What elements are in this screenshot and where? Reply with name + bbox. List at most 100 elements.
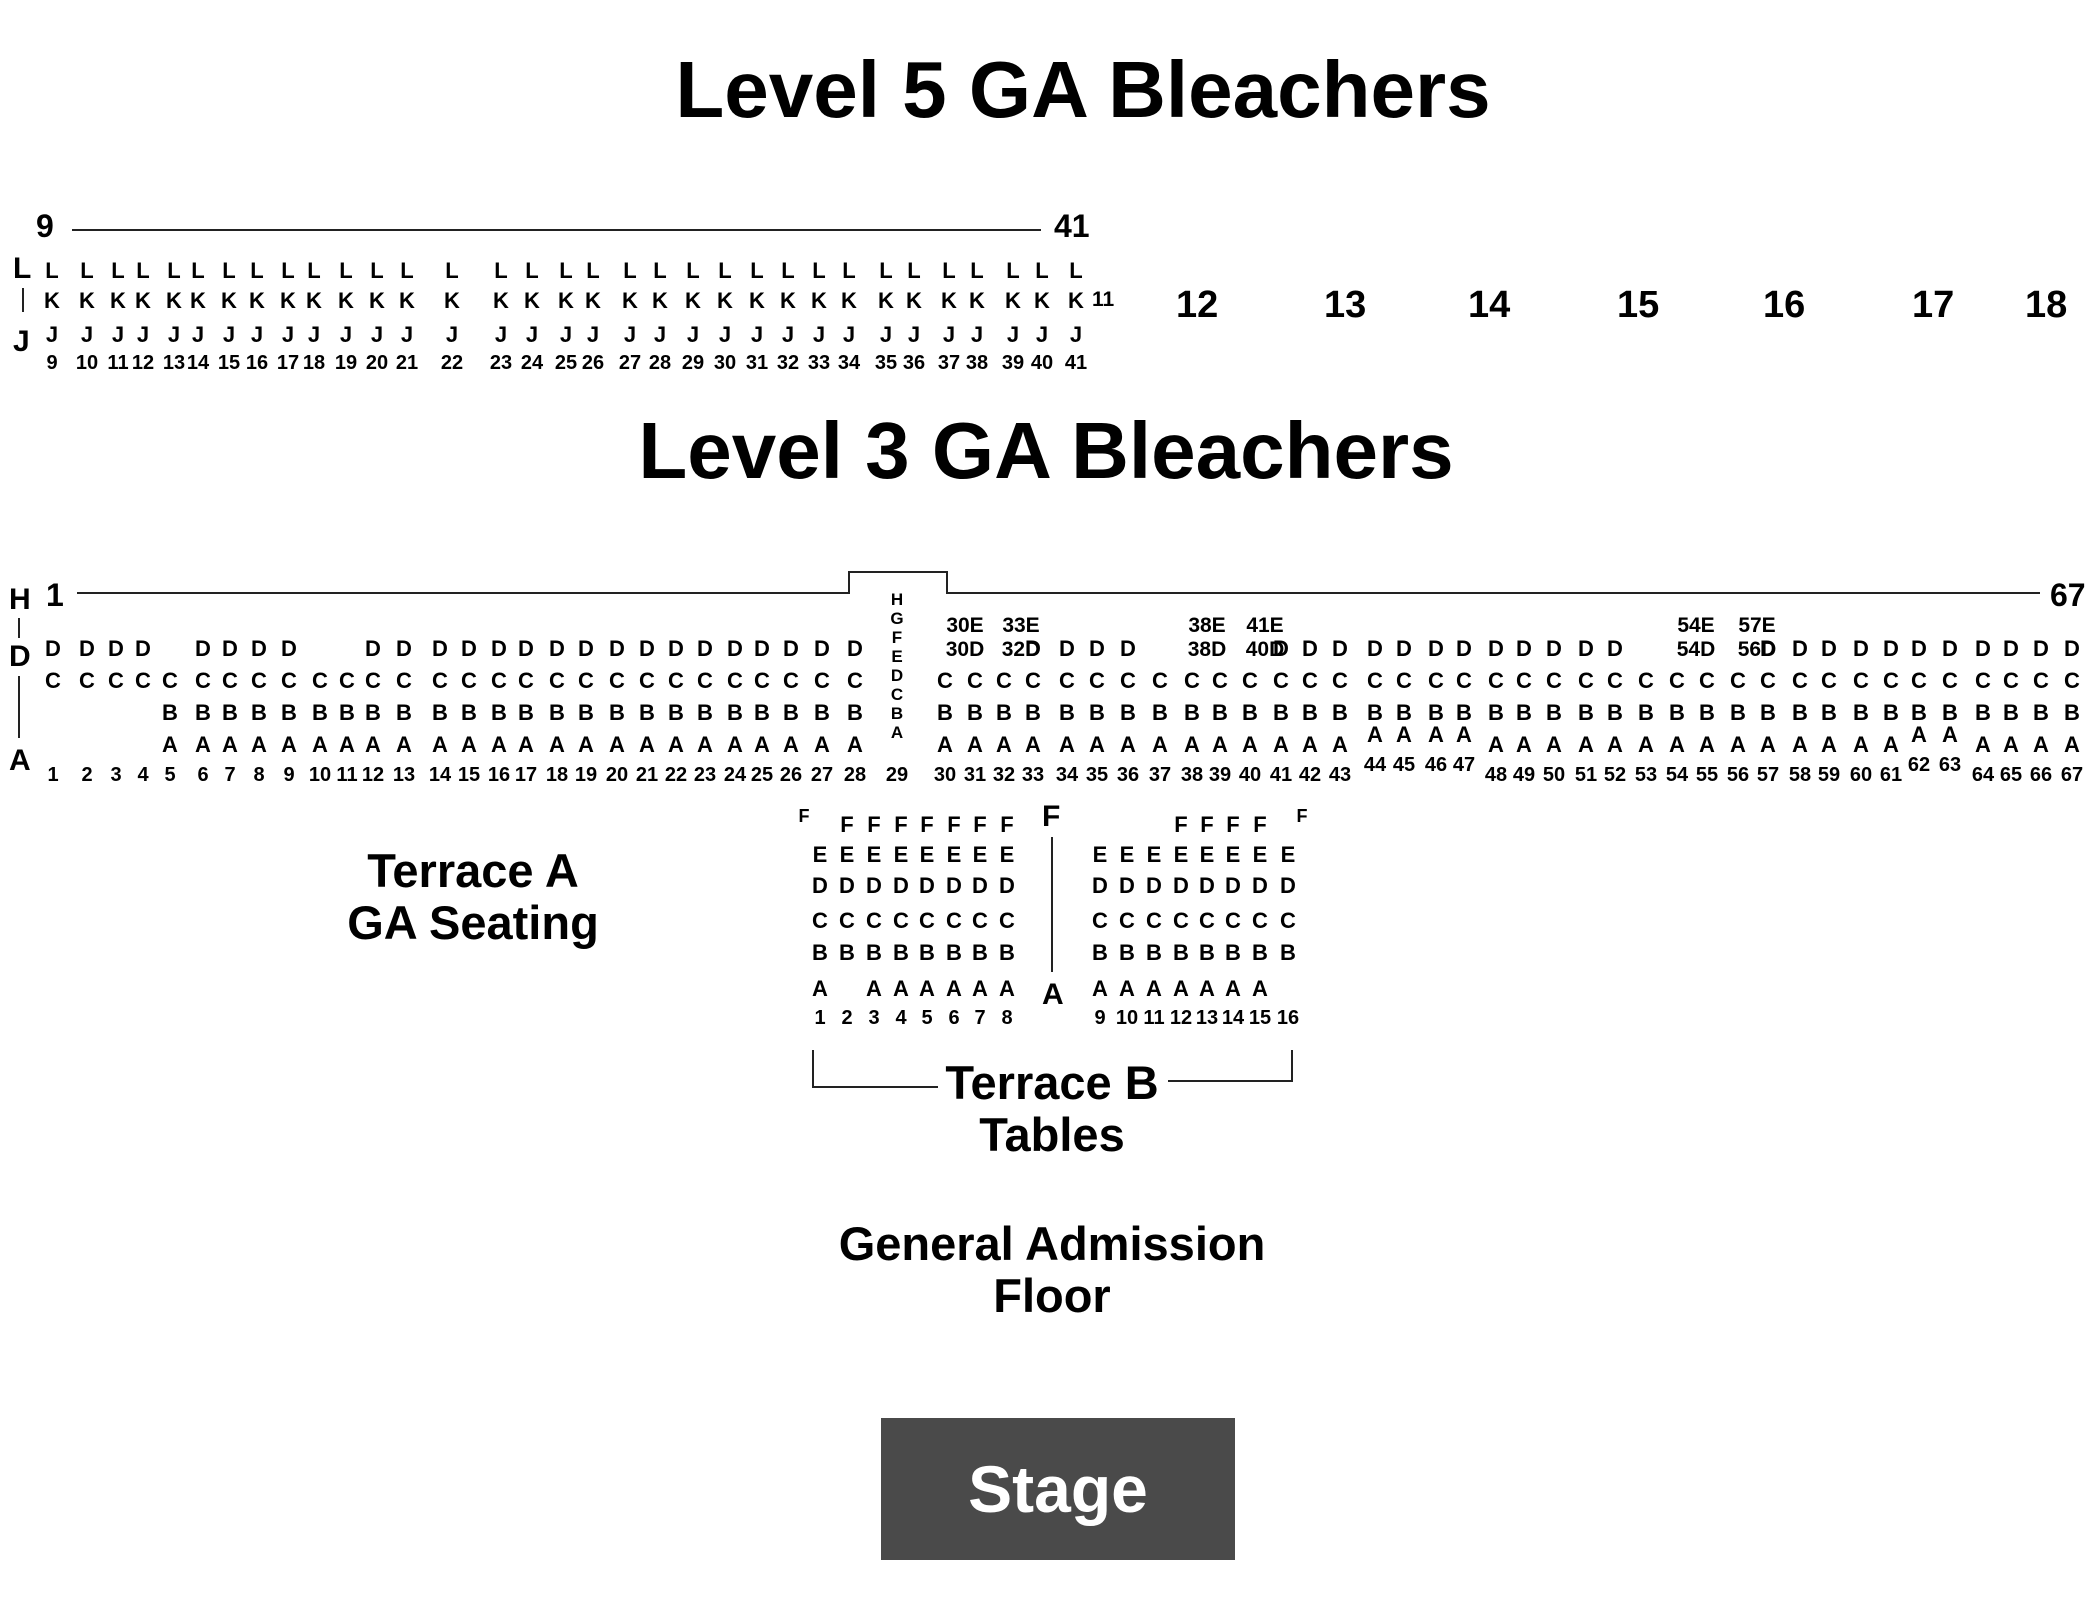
level5-seat-30: 30 bbox=[713, 352, 737, 374]
level5-row-k: K bbox=[338, 288, 354, 313]
level3-seat-65: 65 bbox=[1999, 764, 2023, 786]
level3-row-d: D bbox=[1821, 636, 1837, 661]
level5-row-k: K bbox=[558, 288, 574, 313]
level3-row-b: B bbox=[1669, 700, 1685, 725]
level3-row-a: A bbox=[1396, 722, 1412, 747]
level5-row-l: L bbox=[907, 258, 921, 283]
level3-row-a: A bbox=[1883, 732, 1899, 757]
terrace-b-seat-8: 8 bbox=[1001, 1007, 1013, 1029]
level5-row-j: J bbox=[879, 322, 893, 347]
level3-row-b: B bbox=[1546, 700, 1562, 725]
terrace-b-row-f: F bbox=[1174, 812, 1188, 837]
level3-row-a: A bbox=[967, 732, 983, 757]
level5-row-k: K bbox=[399, 288, 415, 313]
terrace-b-row-c: C bbox=[812, 908, 828, 933]
terrace-b-row-c: C bbox=[1225, 908, 1241, 933]
level5-row-l: L bbox=[525, 258, 539, 283]
level5-row-j: J bbox=[942, 322, 956, 347]
level5-seat-9: 9 bbox=[46, 352, 58, 374]
level3-row-a: A bbox=[668, 732, 684, 757]
level3-row-b: B bbox=[1578, 700, 1594, 725]
level3-row-b: B bbox=[195, 700, 211, 725]
level3-row-b: B bbox=[1730, 700, 1746, 725]
level3-seat-35: 35 bbox=[1085, 764, 1109, 786]
level5-seat-36: 36 bbox=[902, 352, 926, 374]
level3-seat-41: 41 bbox=[1269, 764, 1293, 786]
level3-row-b: B bbox=[461, 700, 477, 725]
level3-seat-1: 1 bbox=[47, 764, 59, 786]
terrace-a-line2: GA Seating bbox=[347, 896, 599, 949]
level3-seat-36: 36 bbox=[1116, 764, 1140, 786]
level3-row-b: B bbox=[432, 700, 448, 725]
level3-seat-7: 7 bbox=[224, 764, 236, 786]
level5-seat-28: 28 bbox=[648, 352, 672, 374]
level3-row-a: A bbox=[727, 732, 743, 757]
level3-row-b: B bbox=[1059, 700, 1075, 725]
level3-row-c: C bbox=[135, 668, 151, 693]
level3-row-c: C bbox=[2033, 668, 2049, 693]
terrace-b-row-d: D bbox=[1146, 873, 1162, 898]
level3-row-a: A bbox=[312, 732, 328, 757]
level3-row-d: D bbox=[1059, 636, 1075, 661]
level3-seat-4: 4 bbox=[137, 764, 149, 786]
level3-row-b: B bbox=[814, 700, 830, 725]
level5-seat-32: 32 bbox=[776, 352, 800, 374]
level3-seat-27: 27 bbox=[810, 764, 834, 786]
level3-range-line bbox=[77, 571, 2040, 594]
level3-range-start: 1 bbox=[46, 577, 64, 613]
level5-row-l: L bbox=[812, 258, 826, 283]
level5-seat-10: 10 bbox=[75, 352, 99, 374]
level5-section-15: 15 bbox=[1617, 284, 1660, 326]
level5-row-k: K bbox=[717, 288, 733, 313]
level3-row-c: C bbox=[1821, 668, 1837, 693]
terrace-b-row-f: F bbox=[973, 812, 987, 837]
level3-row-d: D bbox=[1273, 636, 1289, 661]
level5-seat-37: 37 bbox=[937, 352, 961, 374]
level3-seat-30: 30 bbox=[933, 764, 957, 786]
level3-row-a: A bbox=[783, 732, 799, 757]
terrace-b-seat-15: 15 bbox=[1248, 1007, 1272, 1029]
level5-row-j: J bbox=[494, 322, 508, 347]
level3-row-c: C bbox=[609, 668, 625, 693]
level3-row-c: C bbox=[1942, 668, 1958, 693]
level3-row-c: C bbox=[1911, 668, 1927, 693]
terrace-b-row-d: D bbox=[1225, 873, 1241, 898]
ga-floor-line1: General Admission bbox=[838, 1217, 1266, 1270]
level3-seat-58: 58 bbox=[1788, 764, 1812, 786]
level5-row-j: J bbox=[653, 322, 667, 347]
terrace-b-bracket-right bbox=[1291, 1050, 1293, 1081]
level5-row-l: L bbox=[653, 258, 667, 283]
level3-row-d: D bbox=[396, 636, 412, 661]
level3-seat-2: 2 bbox=[81, 764, 93, 786]
level3-row-a: A bbox=[1578, 732, 1594, 757]
level3-row-b: B bbox=[2033, 700, 2049, 725]
terrace-b-row-d: D bbox=[1173, 873, 1189, 898]
terrace-b-row-a: A bbox=[972, 976, 988, 1001]
terrace-b-row-b: B bbox=[972, 940, 988, 965]
terrace-b-row-e: E bbox=[839, 842, 855, 867]
level5-seat-19: 19 bbox=[334, 352, 358, 374]
level3-row-d: D bbox=[609, 636, 625, 661]
level5-row-l: L bbox=[686, 258, 700, 283]
terrace-b-seat-16: 16 bbox=[1276, 1007, 1300, 1029]
level3-row-b: B bbox=[639, 700, 655, 725]
level5-row-l: L bbox=[111, 258, 125, 283]
terrace-b-row-d: D bbox=[812, 873, 828, 898]
level3-row-a: A bbox=[1546, 732, 1562, 757]
level3-seat-60: 60 bbox=[1849, 764, 1873, 786]
level3-row-a: A bbox=[1792, 732, 1808, 757]
terrace-b-row-d: D bbox=[1119, 873, 1135, 898]
terrace-b-row-e: E bbox=[1280, 842, 1296, 867]
level5-row-l: L bbox=[136, 258, 150, 283]
level3-row-a: A bbox=[1760, 732, 1776, 757]
terrace-b-seat-9: 9 bbox=[1094, 1007, 1106, 1029]
level5-row-j: J bbox=[686, 322, 700, 347]
level3-seat-5: 5 bbox=[164, 764, 176, 786]
level3-seat-67: 67 bbox=[2060, 764, 2084, 786]
level5-seat-22: 22 bbox=[440, 352, 464, 374]
terrace-b-row-b: B bbox=[999, 940, 1015, 965]
terrace-b-row-e: E bbox=[866, 842, 882, 867]
level3-row-c: C bbox=[1273, 668, 1289, 693]
level5-section-13: 13 bbox=[1324, 284, 1367, 326]
